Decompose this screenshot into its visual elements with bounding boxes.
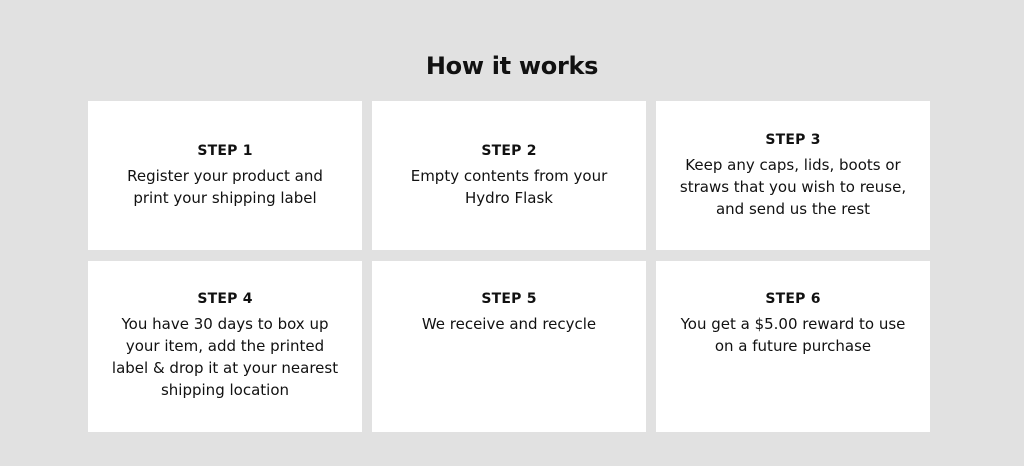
step-card-5: STEP 5 We receive and recycle [372,261,646,432]
step-label: STEP 4 [197,291,253,307]
step-description: Keep any caps, lids, boots or straws tha… [679,155,907,218]
step-description: You have 30 days to box up your item, ad… [111,315,339,399]
step-card-3: STEP 3 Keep any caps, lids, boots or str… [656,101,930,250]
step-card-2: STEP 2 Empty contents from your Hydro Fl… [372,101,646,250]
steps-grid: STEP 1 Register your product and print y… [88,101,930,432]
step-label: STEP 1 [197,142,253,159]
step-card-1: STEP 1 Register your product and print y… [88,101,362,250]
step-description: You get a $5.00 reward to use on a futur… [680,315,906,355]
step-description: Register your product and print your shi… [127,166,323,207]
step-label: STEP 6 [765,291,821,307]
section-title: How it works [425,52,599,80]
step-description: We receive and recycle [421,315,597,333]
step-description: Empty contents from your Hydro Flask [410,166,608,207]
step-label: STEP 3 [765,131,821,148]
step-card-6: STEP 6 You get a $5.00 reward to use on … [656,261,930,432]
step-label: STEP 5 [481,291,537,307]
step-label: STEP 2 [481,142,537,159]
step-card-4: STEP 4 You have 30 days to box up your i… [88,261,362,432]
